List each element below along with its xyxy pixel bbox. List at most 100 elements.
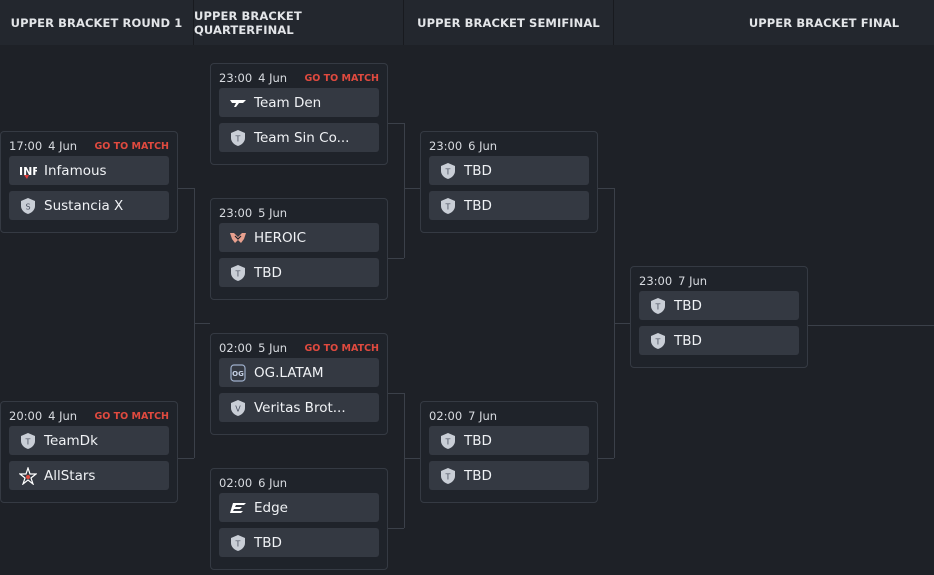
match-card-r1-1[interactable]: 17:00 4 Jun GO TO MATCH INF Infamous S S… (0, 131, 178, 233)
match-time: 17:00 (9, 139, 43, 153)
team-slot[interactable]: S Sustancia X (9, 191, 169, 220)
team-slot[interactable]: HEROIC (219, 223, 379, 252)
column-title: UPPER BRACKET SEMIFINAL (417, 15, 600, 30)
go-to-match-link[interactable]: GO TO MATCH (94, 410, 169, 422)
team-name: TBD (254, 534, 282, 551)
team-name: TBD (464, 162, 492, 179)
match-header: 23:00 5 Jun (219, 205, 379, 221)
column-title: UPPER BRACKET ROUND 1 (10, 15, 183, 30)
shield-t-icon: T (439, 432, 457, 450)
team-name: Sustancia X (44, 197, 124, 214)
team-name: Veritas Brot... (254, 399, 346, 416)
shield-s-icon: S (19, 197, 37, 215)
match-time: 23:00 (639, 274, 673, 288)
match-date: 7 Jun (678, 274, 708, 288)
team-name: HEROIC (254, 229, 307, 246)
team-slot[interactable]: V Veritas Brot... (219, 393, 379, 422)
team-slot[interactable]: Edge (219, 493, 379, 522)
match-card-qf-3[interactable]: 02:00 5 Jun GO TO MATCH OG OG.LATAM V Ve… (210, 333, 388, 435)
match-time: 02:00 (429, 409, 463, 423)
match-header: 02:00 7 Jun (429, 408, 589, 424)
match-card-qf-1[interactable]: 23:00 4 Jun GO TO MATCH Team Den T Team … (210, 63, 388, 165)
match-time: 23:00 (219, 206, 253, 220)
shield-t-icon: T (439, 162, 457, 180)
team-den-logo-icon (229, 94, 247, 112)
team-name: Team Sin Co... (254, 129, 350, 146)
match-date: 6 Jun (468, 139, 498, 153)
svg-text:S: S (25, 202, 30, 211)
column-title: UPPER BRACKET QUARTERFINAL (194, 8, 302, 37)
team-slot[interactable]: AllStars (9, 461, 169, 490)
match-date: 4 Jun (48, 139, 78, 153)
column-header-final: UPPER BRACKET FINAL (614, 0, 934, 45)
match-header: 02:00 5 Jun GO TO MATCH (219, 340, 379, 356)
match-time: 23:00 (429, 139, 463, 153)
heroic-logo-icon (229, 229, 247, 247)
team-name: TBD (254, 264, 282, 281)
shield-t-icon: T (229, 534, 247, 552)
match-date: 6 Jun (258, 476, 288, 490)
svg-text:INF: INF (19, 165, 37, 178)
match-card-qf-2[interactable]: 23:00 5 Jun HEROIC T TBD (210, 198, 388, 300)
team-slot[interactable]: T TBD (429, 156, 589, 185)
svg-text:T: T (445, 202, 451, 211)
team-slot[interactable]: T Team Sin Co... (219, 123, 379, 152)
go-to-match-link[interactable]: GO TO MATCH (304, 342, 379, 354)
column-header-semifinal: UPPER BRACKET SEMIFINAL (404, 0, 614, 45)
svg-text:V: V (235, 404, 241, 413)
team-slot[interactable]: Team Den (219, 88, 379, 117)
match-card-r1-2[interactable]: 20:00 4 Jun GO TO MATCH T TeamDk AllStar… (0, 401, 178, 503)
match-card-qf-4[interactable]: 02:00 6 Jun Edge T TBD (210, 468, 388, 570)
match-card-final[interactable]: 23:00 7 Jun T TBD T TBD (630, 266, 808, 368)
svg-text:T: T (235, 134, 241, 143)
svg-text:T: T (25, 437, 31, 446)
team-slot[interactable]: OG OG.LATAM (219, 358, 379, 387)
shield-t-icon: T (229, 129, 247, 147)
infamous-logo-icon: INF (19, 162, 37, 180)
match-date: 4 Jun (48, 409, 78, 423)
team-slot[interactable]: T TBD (219, 528, 379, 557)
match-date: 7 Jun (468, 409, 498, 423)
match-header: 02:00 6 Jun (219, 475, 379, 491)
team-slot[interactable]: T TBD (219, 258, 379, 287)
column-header-round-1: UPPER BRACKET ROUND 1 (0, 0, 194, 45)
team-slot[interactable]: T TBD (429, 191, 589, 220)
match-header: 23:00 6 Jun (429, 138, 589, 154)
team-slot[interactable]: INF Infamous (9, 156, 169, 185)
svg-text:T: T (445, 437, 451, 446)
svg-text:OG: OG (232, 370, 244, 378)
svg-text:T: T (445, 167, 451, 176)
match-date: 5 Jun (258, 341, 288, 355)
match-date: 5 Jun (258, 206, 288, 220)
team-name: Infamous (44, 162, 107, 179)
match-card-sf-2[interactable]: 02:00 7 Jun T TBD T TBD (420, 401, 598, 503)
team-slot[interactable]: T TBD (429, 461, 589, 490)
team-name: TBD (674, 297, 702, 314)
shield-t-icon: T (229, 264, 247, 282)
match-card-sf-1[interactable]: 23:00 6 Jun T TBD T TBD (420, 131, 598, 233)
match-header: 23:00 7 Jun (639, 273, 799, 289)
team-slot[interactable]: T TBD (639, 291, 799, 320)
team-name: TBD (464, 197, 492, 214)
shield-t-icon: T (19, 432, 37, 450)
column-header-quarterfinal: UPPER BRACKET QUARTERFINAL (194, 0, 404, 45)
go-to-match-link[interactable]: GO TO MATCH (94, 140, 169, 152)
go-to-match-link[interactable]: GO TO MATCH (304, 72, 379, 84)
match-header: 20:00 4 Jun GO TO MATCH (9, 408, 169, 424)
shield-v-icon: V (229, 399, 247, 417)
team-name: OG.LATAM (254, 364, 324, 381)
og-logo-icon: OG (229, 363, 247, 382)
team-slot[interactable]: T TBD (429, 426, 589, 455)
match-header: 23:00 4 Jun GO TO MATCH (219, 70, 379, 86)
shield-t-icon: T (649, 297, 667, 315)
team-slot[interactable]: T TBD (639, 326, 799, 355)
team-slot[interactable]: T TeamDk (9, 426, 169, 455)
match-time: 02:00 (219, 341, 253, 355)
svg-text:T: T (655, 302, 661, 311)
edge-logo-icon (229, 499, 247, 517)
match-time: 20:00 (9, 409, 43, 423)
svg-text:T: T (445, 472, 451, 481)
shield-t-icon: T (649, 332, 667, 350)
team-name: TeamDk (44, 432, 98, 449)
team-name: TBD (674, 332, 702, 349)
